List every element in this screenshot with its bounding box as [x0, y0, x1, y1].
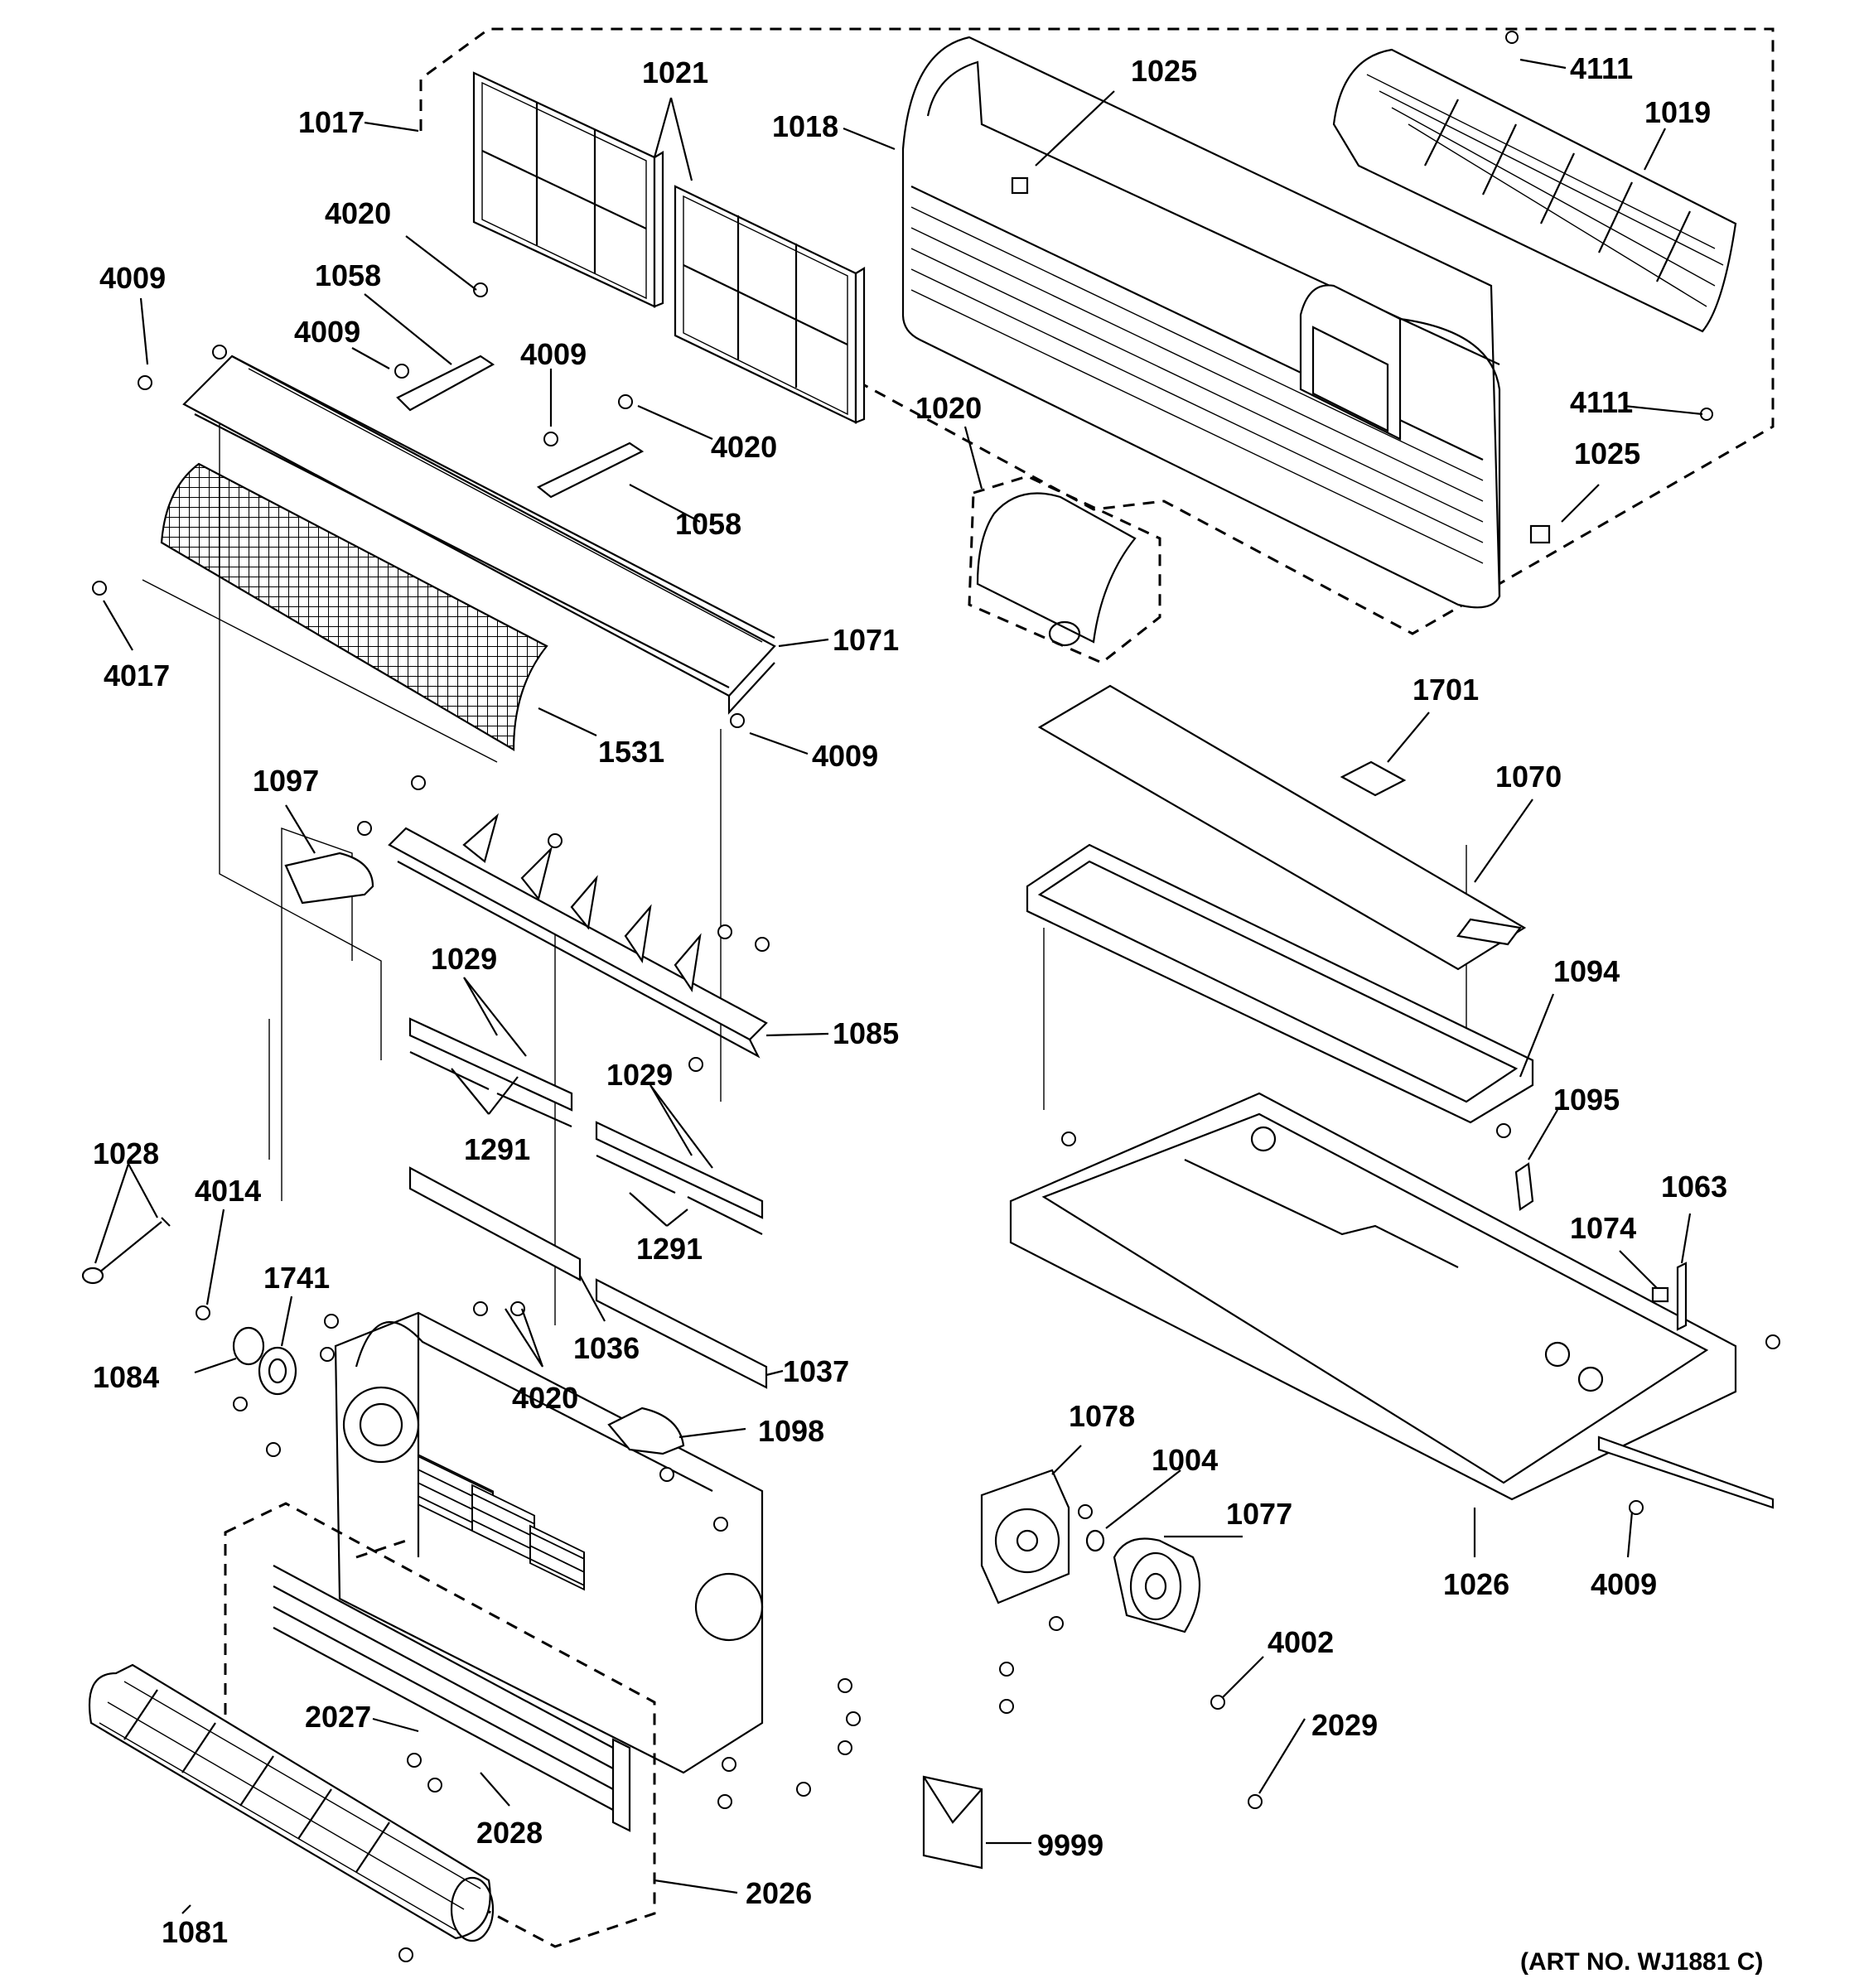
label-4002: 4002 — [1268, 1625, 1334, 1659]
deflector-bar-1085 — [388, 813, 768, 1059]
mesh-screen-1531 — [160, 462, 548, 751]
air-filter-1021-right — [674, 185, 866, 424]
side-plate-1097 — [284, 852, 374, 905]
label-1063: 1063 — [1661, 1170, 1727, 1204]
fan-motor-1077 — [1113, 1537, 1201, 1633]
label-1019: 1019 — [1644, 95, 1711, 129]
label-4009-topleft: 4009 — [99, 261, 166, 295]
link-rod-1028 — [81, 1217, 171, 1285]
label-1095: 1095 — [1553, 1083, 1620, 1117]
air-filter-1021-left — [472, 71, 664, 308]
label-1036: 1036 — [573, 1331, 640, 1365]
part-labels: 1017 1021 1018 1025 4111 1019 4020 4009 … — [93, 51, 1763, 1976]
clip-1025-upper — [1011, 176, 1029, 195]
label-1029-upper: 1029 — [431, 942, 497, 976]
grommet-1004 — [1085, 1529, 1105, 1552]
bracket-1063 — [1676, 1262, 1688, 1331]
label-1291-lower: 1291 — [636, 1232, 703, 1266]
label-1058-lower: 1058 — [675, 507, 741, 541]
grille-frame-1071 — [182, 355, 776, 715]
label-1084: 1084 — [93, 1360, 159, 1394]
label-4009-lowerright: 4009 — [1591, 1567, 1657, 1601]
label-4014: 4014 — [195, 1174, 261, 1208]
clip-1025-lower — [1529, 524, 1551, 544]
label-1004: 1004 — [1152, 1443, 1218, 1477]
label-2027: 2027 — [305, 1700, 371, 1734]
label-1081: 1081 — [162, 1915, 228, 1949]
label-1094: 1094 — [1553, 954, 1620, 988]
base-pan-1026 — [1009, 1092, 1775, 1509]
blower-housing — [334, 1311, 764, 1774]
screw-fasteners — [92, 31, 1780, 1962]
label-1741: 1741 — [263, 1261, 330, 1295]
gasket-strip-1029-right — [595, 1121, 764, 1235]
access-door-1020 — [968, 475, 1161, 664]
label-1078: 1078 — [1069, 1399, 1135, 1433]
insulation-sheet-1070 — [1037, 684, 1527, 971]
gasket-strip-1029-left — [408, 1017, 573, 1128]
label-2026: 2026 — [746, 1876, 812, 1910]
label-1021: 1021 — [642, 55, 708, 89]
label-1070: 1070 — [1495, 760, 1562, 794]
label-1020: 1020 — [915, 391, 982, 425]
label-1037: 1037 — [783, 1354, 849, 1388]
clip-1701 — [1340, 760, 1407, 797]
front-cover-1018 — [901, 36, 1501, 609]
label-1098: 1098 — [758, 1414, 824, 1448]
label-4020-mid: 4020 — [711, 430, 777, 464]
blower-wheel-1081 — [88, 1663, 495, 1942]
motor-mount-1078 — [980, 1469, 1070, 1604]
label-1025-upper: 1025 — [1131, 54, 1197, 88]
bracket-1095 — [1514, 1162, 1534, 1211]
label-1291-upper: 1291 — [464, 1132, 530, 1166]
label-1097: 1097 — [253, 764, 319, 798]
label-1017: 1017 — [298, 105, 365, 139]
louver-assembly-1019 — [1332, 48, 1737, 333]
label-4009-left: 4009 — [294, 315, 360, 349]
label-1531: 1531 — [598, 735, 664, 769]
label-1018: 1018 — [772, 109, 838, 143]
label-4009-right: 4009 — [812, 739, 878, 773]
label-4111-upper: 4111 — [1570, 51, 1633, 85]
bearing-bracket-1084 — [232, 1326, 265, 1366]
part-1074 — [1651, 1286, 1669, 1303]
label-1028: 1028 — [93, 1136, 159, 1170]
label-1085: 1085 — [833, 1016, 899, 1050]
label-1058-upper: 1058 — [315, 258, 381, 292]
side-plate-1098 — [607, 1407, 685, 1455]
fan-bearing-1741 — [258, 1346, 297, 1396]
label-1071: 1071 — [833, 623, 899, 657]
label-4020-lower: 4020 — [512, 1381, 578, 1415]
heater-element-2026 — [273, 1565, 631, 1832]
label-1074: 1074 — [1570, 1211, 1636, 1245]
label-1029-lower: 1029 — [606, 1058, 673, 1092]
label-2028: 2028 — [476, 1816, 543, 1850]
leader-lines — [94, 58, 1703, 1914]
label-4009-mid: 4009 — [520, 337, 587, 371]
label-4020-upper: 4020 — [325, 196, 391, 230]
label-2029: 2029 — [1311, 1708, 1378, 1742]
label-4111-lower: 4111 — [1570, 385, 1633, 419]
label-4017: 4017 — [104, 659, 170, 692]
label-1025-lower: 1025 — [1574, 437, 1640, 470]
bracket-1058-left — [396, 355, 495, 412]
label-1026: 1026 — [1443, 1567, 1509, 1601]
literature-envelope-9999 — [922, 1775, 983, 1870]
art-number: (ART NO. WJ1881 C) — [1520, 1948, 1763, 1976]
bar-1037 — [595, 1278, 768, 1389]
label-1701: 1701 — [1412, 673, 1479, 707]
drain-pan-1094 — [1026, 843, 1534, 1124]
front-cover-group-outline — [419, 27, 1775, 635]
label-9999: 9999 — [1037, 1828, 1103, 1862]
bar-1036 — [408, 1166, 582, 1281]
label-1077: 1077 — [1226, 1497, 1292, 1531]
bracket-1058-right — [536, 442, 645, 499]
